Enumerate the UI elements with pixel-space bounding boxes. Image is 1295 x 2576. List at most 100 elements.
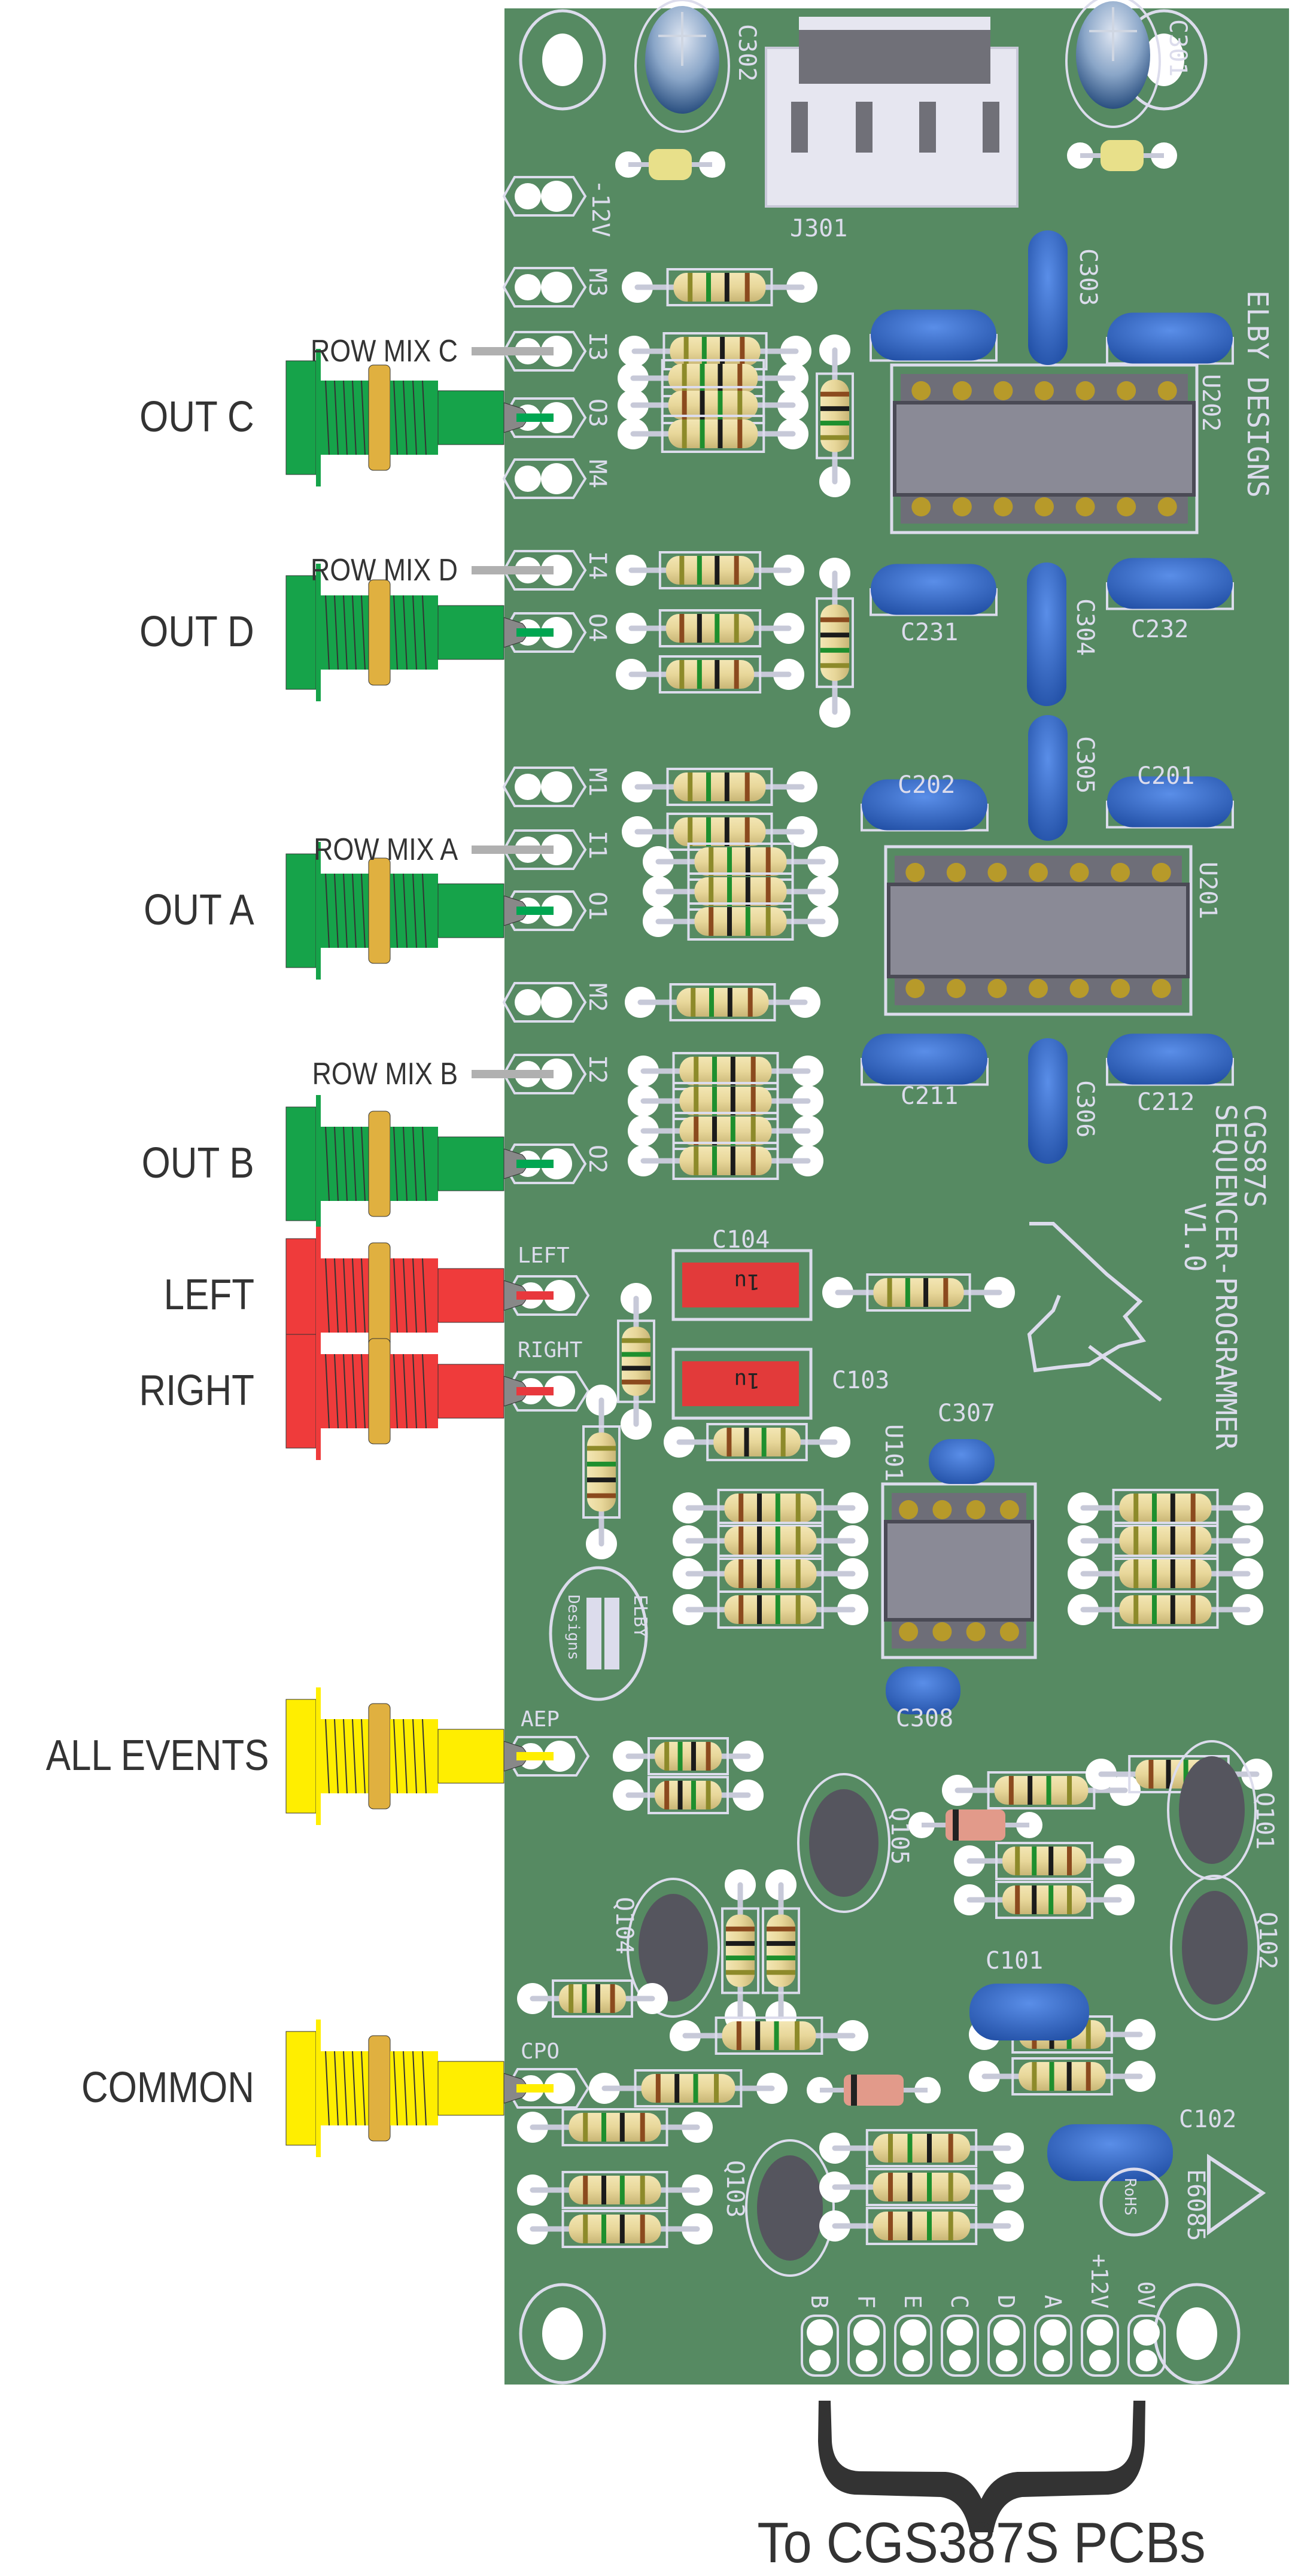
component-designator: Q102 (1254, 1912, 1281, 1969)
ic-pin (1117, 381, 1136, 400)
jack-nut (368, 1242, 391, 1349)
component-designator: C304 (1071, 598, 1099, 656)
ic-pin (905, 979, 925, 998)
resistor-band (610, 1984, 615, 2013)
jack-body (437, 1268, 504, 1323)
resistor-band (622, 1365, 650, 1371)
jack-thread-line (403, 873, 408, 948)
header-pin-label: C (946, 2295, 972, 2309)
resistor-outline (687, 902, 794, 941)
resistor-band (1028, 1776, 1033, 1805)
capacitor-c202 (862, 779, 987, 831)
transistor-q102 (1182, 1891, 1248, 2005)
jack-thread-line (422, 1126, 427, 1202)
ic-pin (946, 979, 966, 998)
resistor-band (820, 663, 849, 668)
jack-body (437, 605, 504, 660)
ic-pin (1111, 979, 1130, 998)
resistor-band (767, 1941, 795, 1946)
mounting-hole (542, 2307, 583, 2360)
resistor-band (677, 1781, 683, 1809)
jack-flange (285, 853, 317, 968)
jack-thread-line (343, 595, 348, 670)
jack-thread-line (403, 595, 408, 670)
row-mix-a-label: ROW MIX A (313, 832, 458, 867)
component-designator: U202 (1197, 374, 1224, 431)
elby-logo-text: Designs (564, 1595, 582, 1660)
component-designator: C306 (1071, 1080, 1099, 1138)
resistor-band (715, 660, 720, 689)
ic-pin (899, 1622, 919, 1641)
resistor-outline (865, 2168, 978, 2206)
jack-thread-line (412, 595, 417, 670)
jack-thread-line (412, 2051, 417, 2126)
pad-o2 (541, 1148, 572, 1179)
resistor (668, 364, 758, 393)
resistor-band (765, 877, 771, 906)
resistor-band (737, 391, 743, 419)
pad-o4 (541, 617, 572, 648)
jack-thread-line (352, 380, 357, 455)
resistor-outline (661, 415, 765, 453)
jack-nut (368, 579, 391, 686)
resistor-band (907, 2173, 913, 2201)
resistor-band (757, 1595, 762, 1624)
jack-thread-line (361, 873, 366, 948)
resistor (722, 2021, 816, 2050)
resistor (679, 1087, 772, 1115)
resistor-band (724, 273, 729, 302)
resistor-band (682, 364, 687, 393)
resistor-band (734, 660, 739, 689)
jack-thread-line (343, 1719, 348, 1794)
pad (515, 466, 541, 492)
capacitor-value: 1u (734, 1269, 760, 1294)
ic-outline (884, 845, 1193, 1016)
resistor-band (775, 1595, 780, 1624)
header-pin-f (853, 2319, 880, 2346)
resistor (694, 907, 787, 936)
resistor-band (1190, 1494, 1196, 1522)
pad-label-m2: M2 (583, 983, 611, 1012)
resistor-outline (1112, 1522, 1219, 1560)
ic-pin (899, 1500, 919, 1519)
resistor-band (767, 1955, 795, 1961)
ic-pin (1151, 979, 1171, 998)
resistor-band (1152, 1595, 1157, 1624)
resistor-band (587, 1477, 616, 1483)
jack-thread-line (361, 1354, 366, 1429)
jack-thread-line (325, 595, 330, 670)
header-pin-label: D (993, 2295, 1019, 2309)
jack-thread-line (361, 595, 366, 670)
component-designator: U201 (1194, 862, 1221, 919)
capacitor-c222 (871, 309, 996, 361)
component-designator: J301 (790, 215, 847, 242)
row-mix-d-label: ROW MIX D (311, 553, 458, 588)
ic-pin (999, 1622, 1019, 1641)
capacitor-c307 (929, 1439, 995, 1484)
resistor-band (1048, 1885, 1054, 1914)
connector-pin (791, 102, 808, 153)
resistor-outline (866, 1273, 971, 1312)
resistor (820, 379, 849, 452)
jack-thread-line (343, 1354, 348, 1429)
header-pin-a (1042, 2350, 1064, 2371)
transistor-outline (1167, 1740, 1257, 1880)
resistor-band (664, 1781, 670, 1809)
capacitor-c212 (1107, 1033, 1233, 1085)
resistor (724, 1494, 817, 1522)
resistor (622, 1327, 650, 1396)
pad (515, 774, 541, 800)
pad (515, 989, 541, 1015)
jack-thread-line (325, 1354, 330, 1429)
jack-thread-line (352, 1719, 357, 1794)
pad-m4 (541, 463, 572, 494)
resistor-band (887, 1278, 892, 1307)
resistor-band (718, 391, 723, 419)
resistor (873, 1278, 964, 1307)
resistor-band (664, 1742, 670, 1771)
capacitor-c303 (1028, 230, 1068, 365)
resistor (670, 337, 761, 366)
resistor-band (730, 1117, 735, 1145)
resistor (641, 2074, 735, 2103)
resistor-outline (666, 768, 773, 806)
